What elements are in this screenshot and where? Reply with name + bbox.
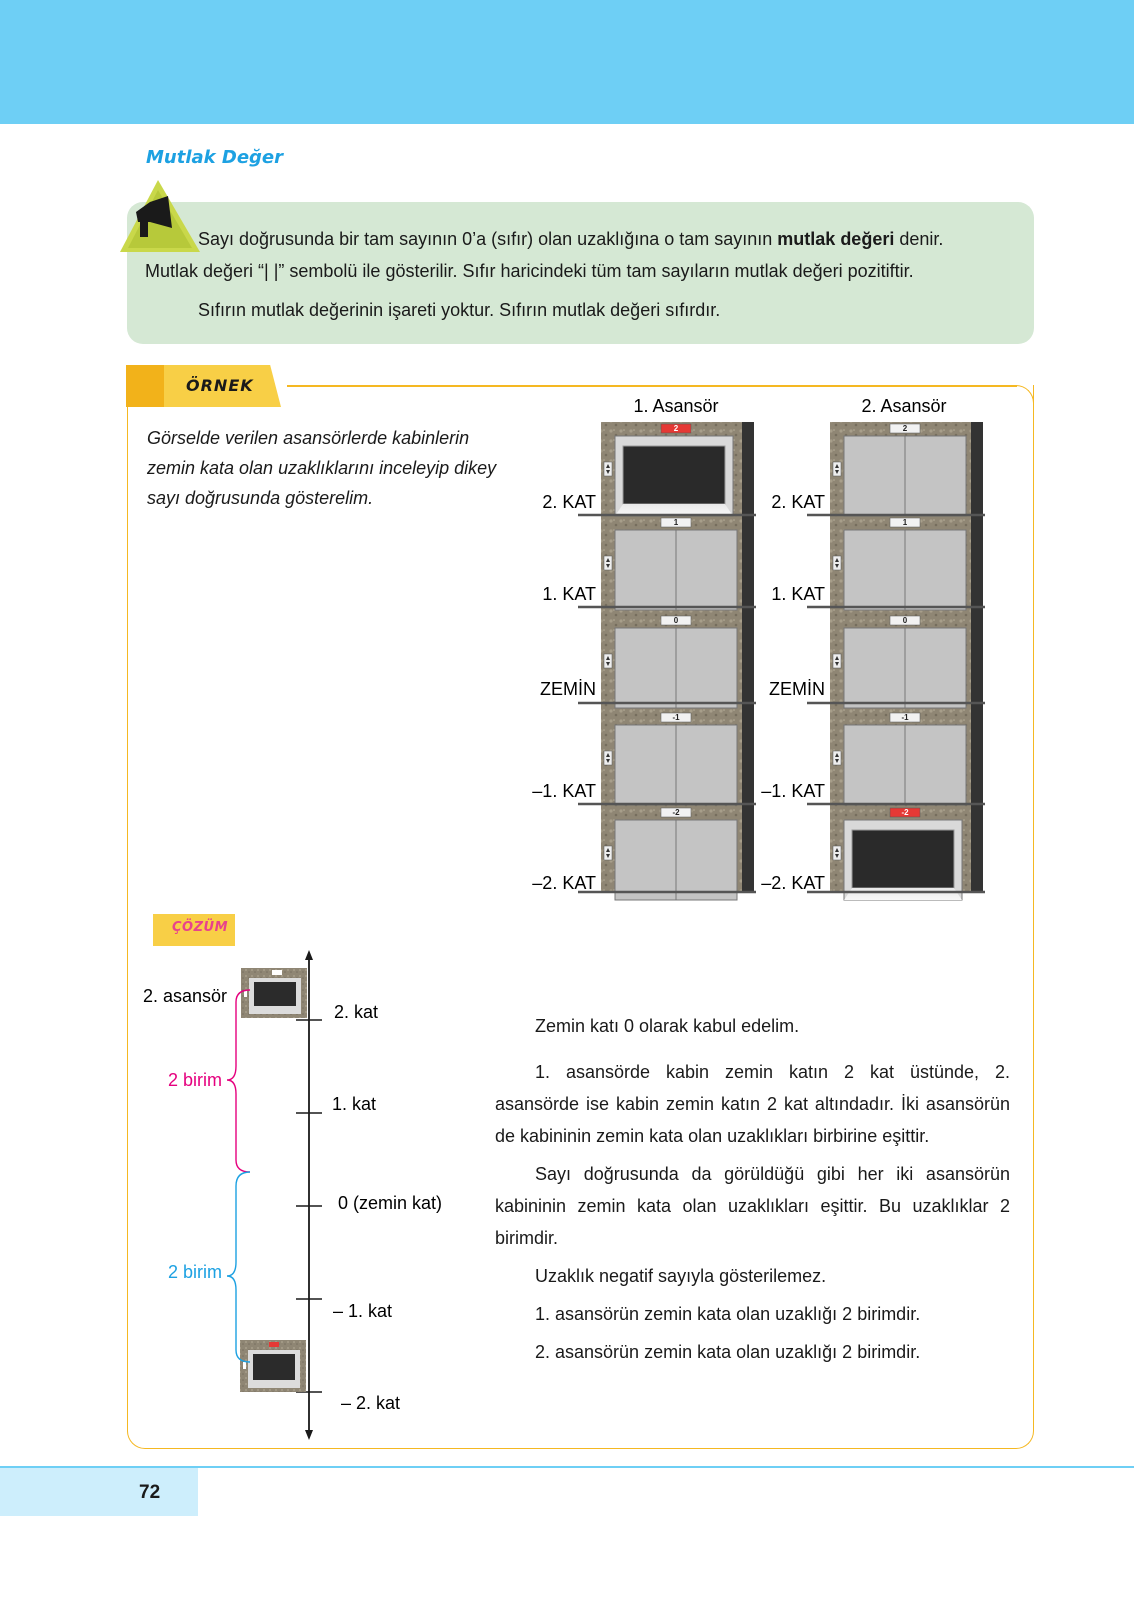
tick-label: – 1. kat: [333, 1301, 392, 1321]
svg-text:0: 0: [903, 616, 908, 625]
elevator-illustration: 1. Asansör 2. Asansör 2 1 0 -1 -2 2 1 0 -1 -2 2. …: [532, 396, 985, 901]
solution-paragraph: 1. asansörün zemin kata olan uzaklığı 2 …: [535, 1304, 921, 1324]
brace-top: [226, 989, 251, 1173]
megaphone-icon: [120, 180, 200, 252]
elevator-1-floor--2: -2: [578, 807, 756, 901]
solution-paragraph: 2. asansörün zemin kata olan uzaklığı 2 …: [535, 1342, 921, 1362]
example-line: Görselde verilen asansörlerde kabinlerin: [147, 428, 470, 448]
example-line: zemin kata olan uzaklıklarını inceleyip …: [147, 458, 497, 478]
elevator-2-floor-1: 1: [807, 517, 985, 611]
solution-text: Zemin katı 0 olarak kabul edelim. 1. asa…: [495, 1010, 1010, 1374]
floor-label: –1. KAT: [532, 781, 596, 801]
floor-label: ZEMİN: [540, 679, 596, 699]
floor-label: 1. KAT: [542, 584, 596, 604]
svg-text:0: 0: [674, 616, 679, 625]
elevator-2-title: 2. Asansör: [861, 396, 946, 416]
tick-label: – 2. kat: [341, 1393, 400, 1413]
svg-text:-1: -1: [901, 713, 909, 722]
svg-text:1: 1: [903, 518, 908, 527]
footer-line: [0, 1466, 1134, 1468]
tick-label: 0 (zemin kat): [338, 1193, 442, 1213]
example-line: sayı doğrusunda gösterelim.: [147, 488, 374, 508]
brace-bottom: [226, 1171, 251, 1363]
page-number: 72: [139, 1482, 161, 1503]
vertical-number-line: 2. kat 1. kat 0 (zemin kat) – 1. kat – 2…: [143, 950, 442, 1440]
example-tag-shade: [126, 365, 164, 407]
floor-label: 1. KAT: [771, 584, 825, 604]
definition-term: mutlak değeri: [777, 229, 895, 249]
arrow-down-icon: [305, 1430, 313, 1440]
elevator-2-label: 2. asansör: [143, 986, 227, 1006]
floor-label: 2. KAT: [542, 492, 596, 512]
definition-box: [127, 202, 1034, 344]
elevator-2-floor-2: 2: [807, 423, 985, 517]
elevator-1-floor-0: 0: [578, 615, 756, 709]
example-tag-label: ÖRNEK: [186, 376, 254, 395]
svg-text:1: 1: [674, 518, 679, 527]
floor-label: ZEMİN: [769, 679, 825, 699]
header-band: [0, 0, 1134, 124]
floor-label: –2. KAT: [532, 873, 596, 893]
solution-paragraph: Zemin katı 0 olarak kabul edelim.: [535, 1016, 800, 1036]
arrow-up-icon: [305, 950, 313, 960]
svg-text:-2: -2: [672, 808, 680, 817]
tick-label: 2. kat: [334, 1002, 378, 1022]
elevator-2-rail: [971, 422, 983, 892]
example-frame: [127, 385, 1034, 1449]
solution-tag: [153, 914, 235, 946]
solution-paragraph: Uzaklık negatif sayıyla gösterilemez.: [535, 1266, 827, 1286]
tick-label: 1. kat: [332, 1094, 376, 1114]
page-number-box: [0, 1468, 198, 1516]
elevator-2-floor-0: 0: [807, 615, 985, 709]
definition-text: Sayı doğrusunda bir tam sayının 0’a (sıf…: [145, 223, 1021, 326]
floor-label: –2. KAT: [761, 873, 825, 893]
definition-line-1: Sayı doğrusunda bir tam sayının 0’a (sıf…: [198, 229, 944, 249]
example-frame-top: [287, 385, 1017, 387]
elevator-cabin-bottom-icon: [240, 1340, 306, 1392]
svg-text:-1: -1: [672, 713, 680, 722]
svg-text:2: 2: [674, 424, 679, 433]
svg-text:-2: -2: [901, 808, 909, 817]
elevator-2-floor--1: -1: [807, 712, 985, 806]
svg-text:2: 2: [903, 424, 908, 433]
definition-line-3: Sıfırın mutlak değerinin işareti yoktur.…: [198, 300, 721, 320]
definition-line-2: Mutlak değeri “| |” sembolü ile gösteril…: [145, 261, 914, 281]
elevator-1-rail: [742, 422, 754, 892]
elevator-1-title: 1. Asansör: [633, 396, 718, 416]
elevator-1-floor--1: -1: [578, 712, 756, 806]
elevator-2-floor--2: -2: [807, 807, 985, 901]
solution-tag-label: ÇÖZÜM: [172, 920, 229, 935]
example-question: Görselde verilen asansörlerde kabinlerin…: [147, 423, 555, 513]
floor-label: 2. KAT: [771, 492, 825, 512]
solution-paragraph: 1. asansörde kabin zemin katın 2 kat üst…: [495, 1062, 1010, 1146]
example-frame-corner: [1000, 385, 1034, 419]
distance-label-top: 2 birim: [168, 1070, 222, 1090]
elevator-cabin-top-icon: [241, 968, 307, 1018]
elevator-1-floor-1: 1: [578, 517, 756, 611]
section-title: Mutlak Değer: [146, 147, 284, 168]
distance-label-bottom: 2 birim: [168, 1262, 222, 1282]
elevator-1-floor-2: 2: [578, 423, 756, 517]
solution-paragraph: Sayı doğrusunda da görüldüğü gibi her ik…: [495, 1164, 1010, 1248]
floor-label: –1. KAT: [761, 781, 825, 801]
